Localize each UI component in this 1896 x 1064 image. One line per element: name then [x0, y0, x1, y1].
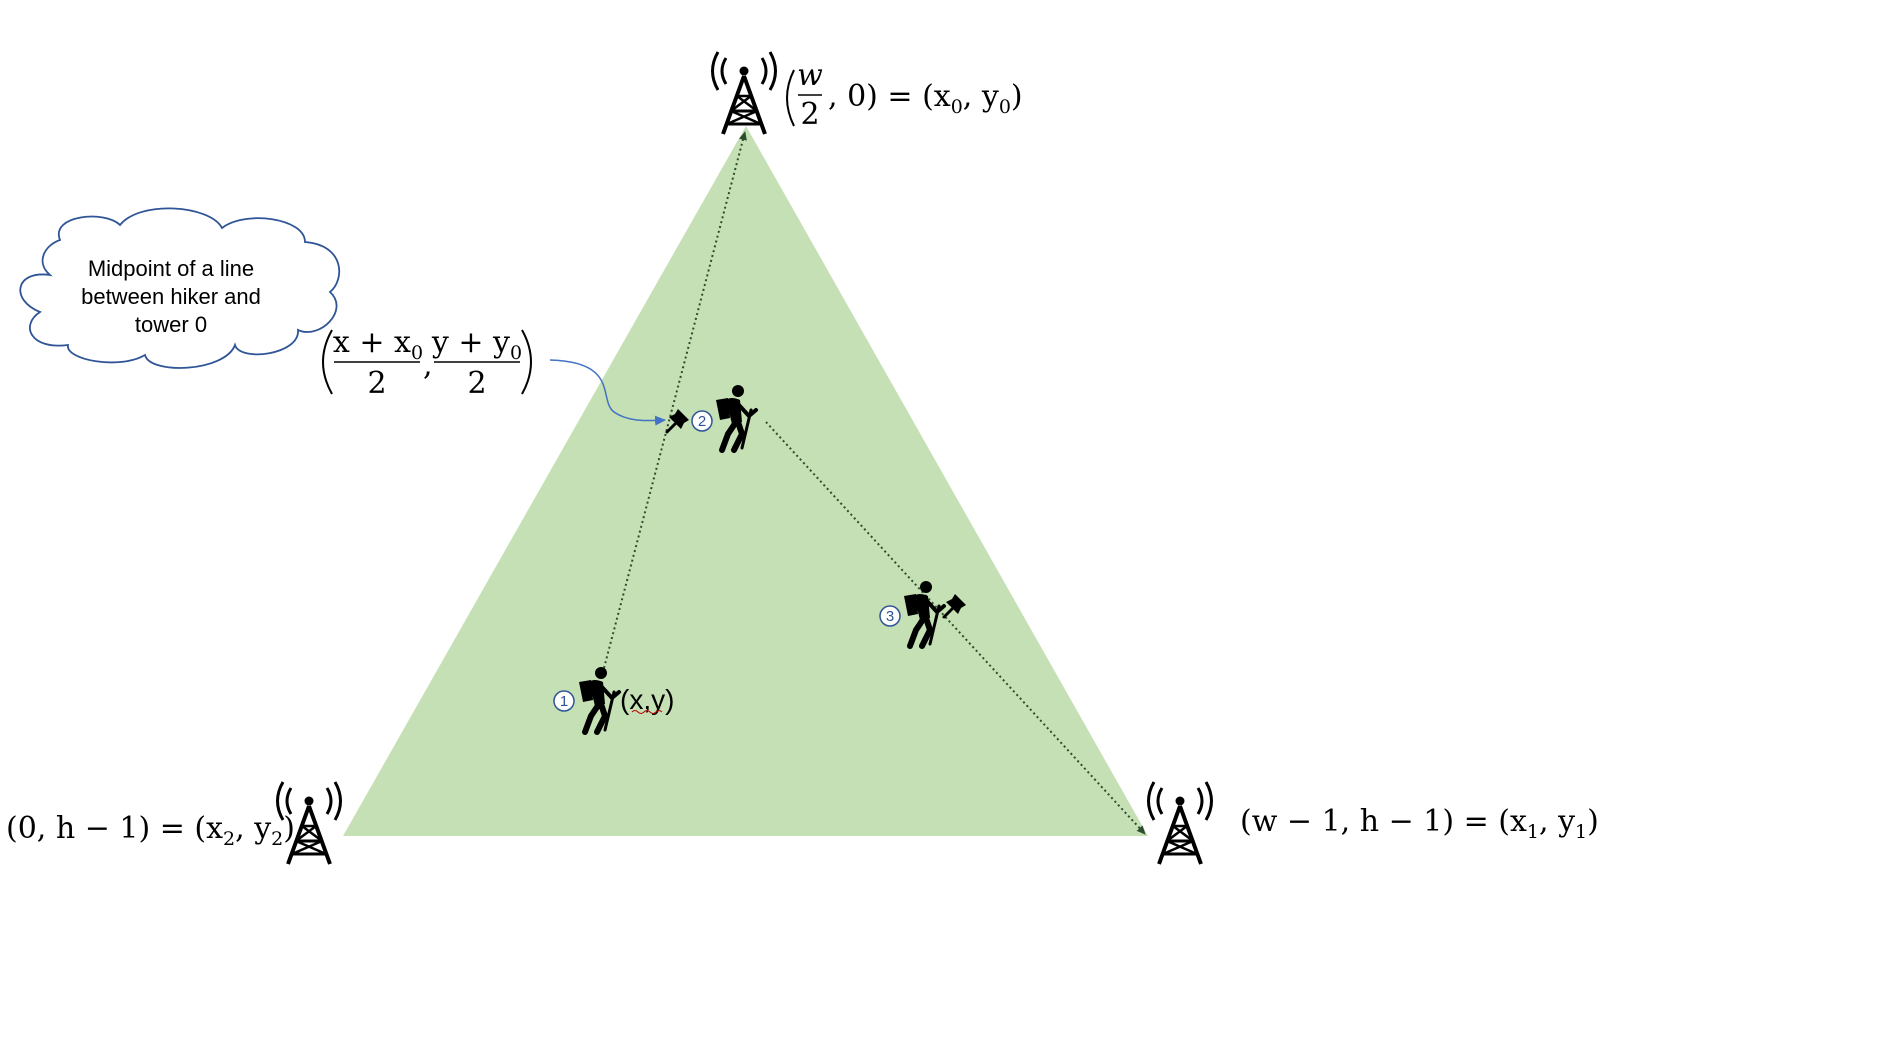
formula-comma: , [423, 348, 433, 383]
tower-left-label: (0, h − 1) = (x2, y2) [6, 811, 295, 850]
tower-right-label: (w − 1, h − 1) = (x1, y1) [1240, 804, 1599, 843]
hiker-3: 3 [879, 581, 968, 646]
cloud-line-2: between hiker and [81, 284, 261, 309]
path-hiker2-to-tower1 [765, 421, 1146, 835]
top-label-rest: , 0) = (x0, y0) [828, 79, 1023, 118]
triangle-region [343, 126, 1148, 836]
thought-cloud: Midpoint of a line between hiker and tow… [19, 207, 341, 369]
hiker-2-step: 2 [698, 413, 706, 430]
hiker-1-label: (x,y) [620, 684, 674, 715]
tower-right [1146, 780, 1214, 866]
hiker-2: 2 [665, 385, 756, 450]
tower-top-label: w 2 , 0) = (x0, y0) [786, 58, 1023, 132]
formula-den-x: 2 [367, 366, 386, 401]
radio-tower-icon [710, 50, 778, 136]
formula-num-x: x + x0 [333, 325, 423, 364]
formula-den-y: 2 [467, 366, 486, 401]
hiker-3-step: 3 [886, 608, 894, 625]
cloud-line-1: Midpoint of a line [88, 256, 254, 281]
top-frac-num: w [797, 58, 823, 93]
top-frac-den: 2 [800, 97, 819, 132]
cloud-line-3: tower 0 [135, 312, 207, 337]
hiker-1: 1 (x,y) [553, 667, 674, 732]
radio-tower-icon [1146, 780, 1214, 866]
hiker-1-step: 1 [560, 693, 568, 710]
formula-num-y: y + y0 [431, 325, 522, 364]
midpoint-formula: x + x0 2 , y + y0 2 [322, 325, 532, 401]
tower-top [710, 50, 778, 136]
path-hiker1-to-tower0 [603, 131, 747, 669]
callout-arrow [549, 359, 666, 426]
